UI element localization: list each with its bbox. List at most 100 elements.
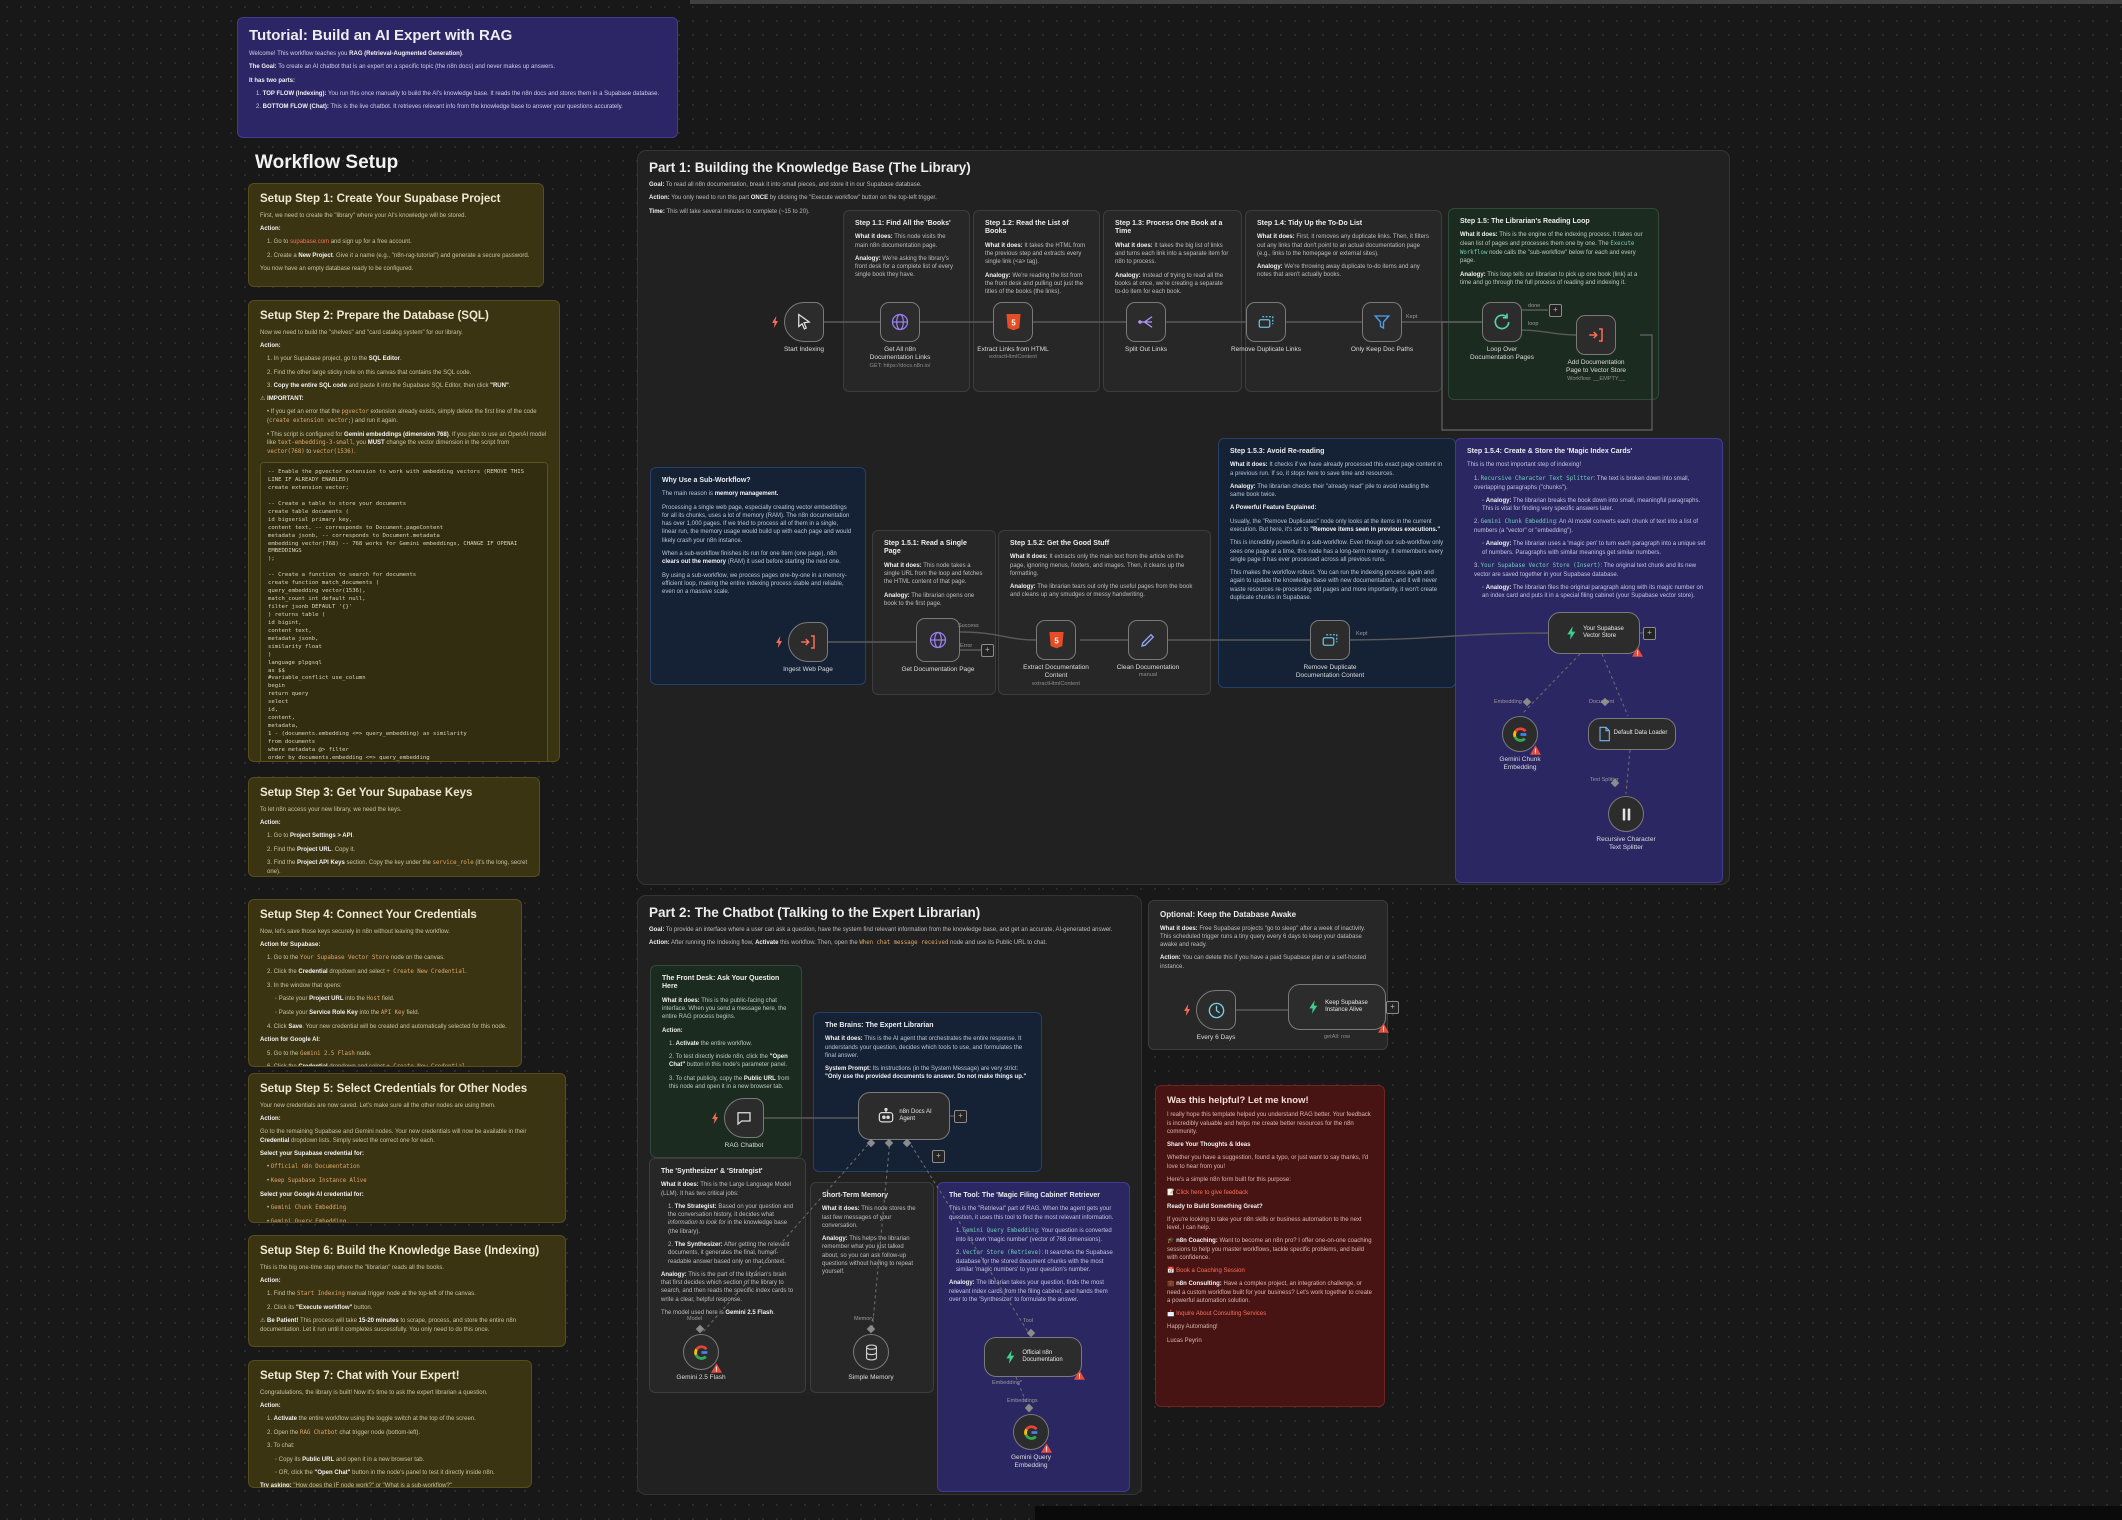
note-paragraph: Analogy: Instead of trying to read all t…: [1115, 272, 1224, 296]
remove-duplicate-links-node[interactable]: [1246, 302, 1286, 342]
inline-code: Official n8n Documentation: [270, 1164, 360, 1171]
gemini-25-flash-node[interactable]: !: [683, 1334, 722, 1374]
note-title: Setup Step 6: Build the Knowledge Base (…: [260, 1245, 540, 1257]
note-title: Setup Step 7: Chat with Your Expert!: [260, 1370, 460, 1382]
note-paragraph: What it does: This node takes a single U…: [884, 562, 983, 586]
note-title: The 'Synthesizer' & 'Strategist': [661, 1168, 763, 1175]
setup-step-7-note[interactable]: Setup Step 7: Chat with Your Expert!Cong…: [248, 1360, 532, 1488]
synthesizer-note[interactable]: The 'Synthesizer' & 'Strategist'What it …: [649, 1158, 806, 1393]
note-link[interactable]: 📝 Click here to give feedback: [1167, 1190, 1249, 1197]
every-6-days-node[interactable]: [1196, 990, 1236, 1030]
note-title: Step 1.5.3: Avoid Re-reading: [1230, 448, 1325, 455]
add-node-button[interactable]: +: [981, 644, 994, 657]
split-out-links-node[interactable]: [1126, 302, 1166, 342]
inline-code: Your Supabase Vector Store (Insert): [1480, 562, 1601, 569]
pencil-icon: [1139, 631, 1157, 649]
node-sublabel: extractHtmlContent: [989, 354, 1037, 361]
extract-doc-content-node[interactable]: 5: [1036, 620, 1076, 660]
add-node-button[interactable]: +: [1549, 304, 1562, 317]
ingest-web-page-node[interactable]: [788, 622, 828, 662]
connection-label: Tool: [1023, 1318, 1034, 1324]
note-paragraph: What it does: It takes the HTML from the…: [985, 242, 1086, 266]
only-keep-doc-paths-node[interactable]: [1362, 302, 1402, 342]
why-sub-workflow-note[interactable]: Why Use a Sub-Workflow?The main reason i…: [650, 467, 866, 685]
note-paragraph: 2. Open the RAG Chatbot chat trigger nod…: [267, 1429, 421, 1436]
inline-code: Gemini Chunk Embedding: [270, 1205, 347, 1212]
note-paragraph: Action:: [260, 343, 281, 350]
feedback-note[interactable]: Was this helpful? Let me know!I really h…: [1155, 1085, 1385, 1407]
node-label: Ingest Web Page: [783, 666, 833, 673]
note-paragraph: Action: After running the Indexing flow,…: [649, 940, 1047, 947]
setup-step-5-note[interactable]: Setup Step 5: Select Credentials for Oth…: [248, 1073, 566, 1223]
setup-step-1-note[interactable]: Setup Step 1: Create Your Supabase Proje…: [248, 183, 544, 287]
add-node-button[interactable]: +: [932, 1150, 945, 1163]
note-paragraph: Analogy: We're asking the library's fron…: [855, 255, 954, 279]
get-all-docs-node[interactable]: [880, 302, 920, 342]
note-paragraph: This is the most important step of index…: [1467, 462, 1582, 469]
simple-memory-node[interactable]: [853, 1334, 889, 1370]
note-paragraph: What it does: First, it removes any dupl…: [1257, 234, 1429, 257]
add-node-button[interactable]: +: [1386, 1001, 1399, 1014]
node-sublabel: getAll: row: [1323, 1034, 1351, 1040]
note-paragraph: I really hope this template helped you u…: [1167, 1112, 1371, 1135]
remove-dup-doc-content-node[interactable]: [1310, 620, 1350, 660]
note-paragraph: ◦ Copy its Public URL and open it in a n…: [275, 1456, 425, 1463]
note-paragraph: 1. Recursive Character Text Splitter: Th…: [1474, 475, 1690, 491]
note-paragraph: • If you get an error that the pgvector …: [267, 409, 537, 425]
add-doc-to-vector-store-node[interactable]: [1576, 315, 1616, 355]
svg-text:!: !: [1078, 1374, 1080, 1380]
setup-step-2-note[interactable]: Setup Step 2: Prepare the Database (SQL)…: [248, 300, 560, 762]
note-paragraph: • Gemini Query Embedding: [267, 1218, 347, 1223]
recursive-text-splitter-node[interactable]: [1608, 796, 1644, 832]
setup-step-6-note[interactable]: Setup Step 6: Build the Knowledge Base (…: [248, 1235, 566, 1347]
extract-links-node[interactable]: 5: [993, 302, 1033, 342]
inline-code: Keep Supabase Instance Alive: [270, 1177, 367, 1184]
warning-icon: !: [1632, 647, 1643, 658]
add-node-button[interactable]: +: [954, 1110, 967, 1123]
note-paragraph: 1. Go to Project Settings > API.: [267, 833, 354, 840]
default-data-loader-node[interactable]: Default Data Loader: [1588, 718, 1676, 750]
get-doc-page-node[interactable]: [916, 618, 960, 662]
note-paragraph: Action:: [260, 1403, 281, 1410]
note-link[interactable]: 📩 Inquire About Consulting Services: [1167, 1311, 1267, 1318]
start-indexing-node[interactable]: [784, 302, 824, 342]
loop-over-pages-node[interactable]: [1482, 302, 1522, 342]
note-title: Step 1.5: The Librarian's Reading Loop: [1460, 218, 1590, 225]
gemini-query-embedding-node[interactable]: !: [1013, 1414, 1052, 1454]
supabase-bolt-icon: [1564, 625, 1580, 641]
note-paragraph: Here's a simple n8n form built for this …: [1167, 1176, 1291, 1183]
note-paragraph: 1. Go to the Your Supabase Vector Store …: [267, 955, 445, 962]
clean-documentation-node[interactable]: [1128, 620, 1168, 660]
step-1-1-note[interactable]: Step 1.1: Find All the 'Books'What it do…: [843, 210, 970, 392]
gemini-chunk-embedding-node[interactable]: !: [1502, 716, 1541, 756]
note-paragraph: 1. In your Supabase project, go to the S…: [267, 356, 402, 363]
note-paragraph: 2. To test directly inside n8n, click th…: [669, 1054, 788, 1069]
note-link[interactable]: supabase.com: [290, 239, 330, 246]
rag-chatbot-node[interactable]: [724, 1098, 764, 1138]
note-paragraph: What it does: This is the engine of the …: [1460, 232, 1643, 265]
note-paragraph: What it does: This is the public-facing …: [662, 997, 787, 1021]
add-node-button[interactable]: +: [1643, 627, 1656, 640]
note-link[interactable]: 📅 Book a Coaching Session: [1167, 1268, 1245, 1275]
cursor-icon: [795, 313, 813, 331]
note-paragraph: Goal: To read all n8n documentation, bre…: [649, 182, 922, 189]
execute-workflow-icon: [1587, 326, 1605, 344]
step-1-5-4-note[interactable]: Step 1.5.4: Create & Store the 'Magic In…: [1455, 438, 1723, 883]
